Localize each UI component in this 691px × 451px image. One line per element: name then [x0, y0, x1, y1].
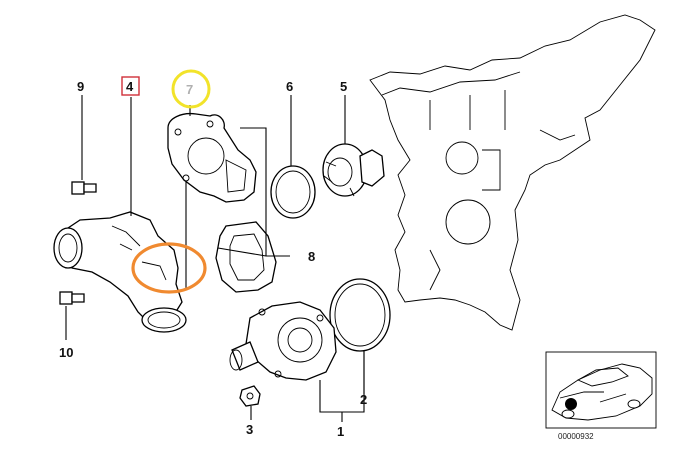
- engine-location-dot: [565, 398, 577, 410]
- car-silhouette: [551, 363, 653, 421]
- vehicle-inset: 00000932: [545, 351, 657, 441]
- callout-5: 5: [340, 79, 347, 94]
- part-1-water-pump: [229, 301, 337, 381]
- callout-3: 3: [246, 422, 253, 437]
- inset-reference-code: 00000932: [558, 432, 594, 441]
- callout-1: 1: [337, 424, 344, 439]
- callout-4-highlight-box: [121, 76, 140, 96]
- callout-2: 2: [360, 392, 367, 407]
- part-5-thermostat: [322, 143, 385, 197]
- callout-10: 10: [59, 345, 73, 360]
- callout-7: 7: [186, 82, 193, 97]
- callout-labels: 9 4 7 6 5 8 10 2 3 1: [59, 79, 367, 439]
- callout-8: 8: [308, 249, 315, 264]
- callout-7-highlight-circle: [171, 69, 211, 109]
- part-8-gasket: [215, 221, 277, 293]
- part-9-bolt: [71, 181, 97, 195]
- callout-4: 4: [126, 79, 134, 94]
- part-4-highlight-ellipse: [131, 242, 207, 294]
- part-4-thermostat-housing: [53, 211, 187, 333]
- leader-lines: [65, 95, 365, 422]
- part-2-o-ring: [329, 278, 391, 352]
- callout-9: 9: [77, 79, 84, 94]
- part-10-bolt: [59, 291, 85, 305]
- engine-block-outline: [369, 14, 656, 331]
- part-3-nut: [239, 385, 261, 407]
- highlights: [121, 69, 211, 294]
- part-6-o-ring: [270, 165, 316, 219]
- callout-6: 6: [286, 79, 293, 94]
- part-7-gasket: [167, 112, 257, 203]
